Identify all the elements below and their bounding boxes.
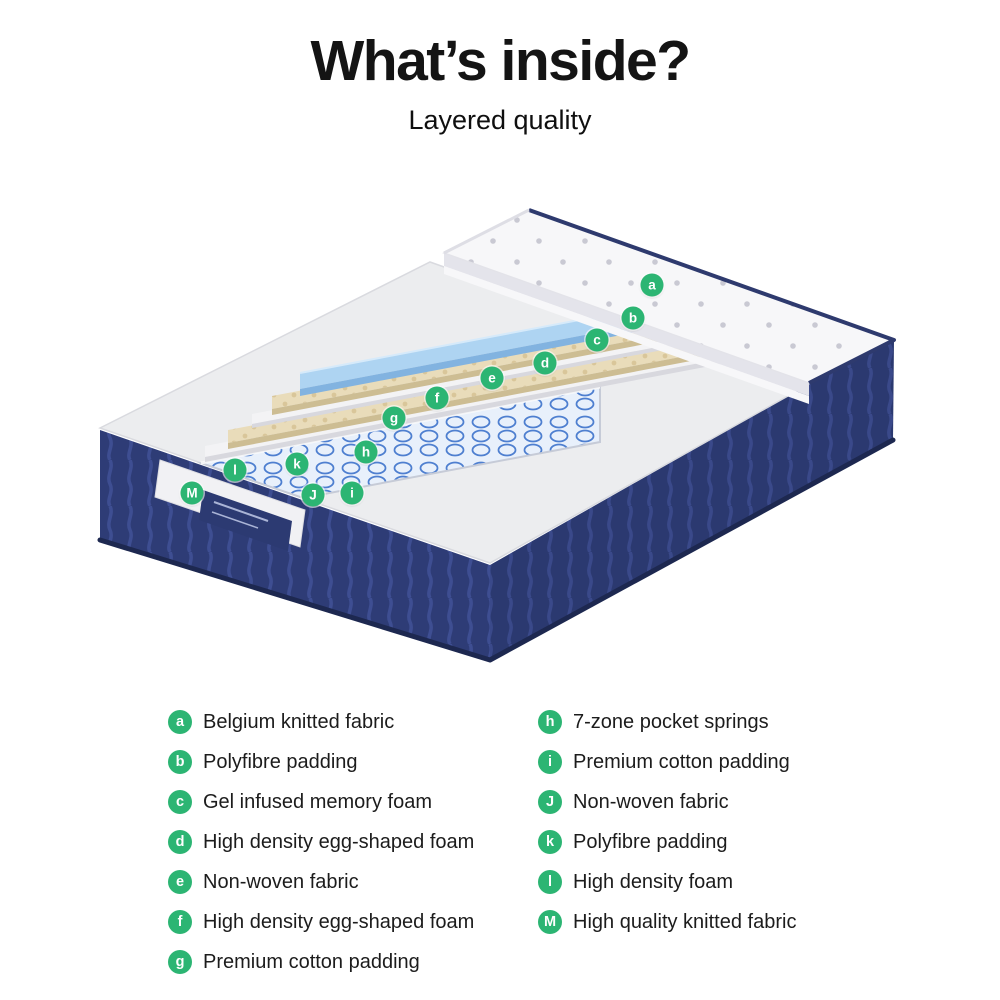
legend-label: High density foam [573,870,734,893]
brand-tag-line-2 [211,511,259,529]
memory-foam-layer-c-edge [300,323,645,396]
layer-marker-J: J [301,483,325,507]
legend-badge-b: b [168,750,192,774]
layer-marker-e: e [480,366,504,390]
non-woven-layer-e-edge [252,342,680,428]
legend-label: Premium cotton padding [573,750,790,773]
layer-marker-f: f [425,386,449,410]
legend-badge-g: g [168,950,192,974]
header: What’s inside? Layered quality [0,28,1000,136]
legend-badge-i: i [538,750,562,774]
layer-marker-g: g [382,406,406,430]
layer-marker-i: i [340,481,364,505]
mattress-bottom-edge [97,437,896,663]
legend-item-h: h 7-zone pocket springs [538,702,796,742]
legend-badge-J: J [538,790,562,814]
legend-item-a: a Belgium knitted fabric [168,702,474,742]
layer-marker-d: d [533,351,557,375]
legend-label: High quality knitted fabric [573,910,797,933]
layer-marker-c: c [585,328,609,352]
legend-item-d: d High density egg-shaped foam [168,822,474,862]
legend-badge-M: M [538,910,562,934]
quilt-piping [528,208,896,385]
legend-item-g: g Premium cotton padding [168,942,474,982]
legend-label: High density egg-shaped foam [203,830,475,853]
legend-item-J: J Non-woven fabric [538,782,796,822]
legend-item-b: b Polyfibre padding [168,742,474,782]
page-title: What’s inside? [310,29,691,93]
legend-item-e: e Non-woven fabric [168,862,474,902]
polyfibre-layer-b [444,266,809,404]
page-subtitle: Layered quality [408,105,592,135]
legend-label: Non-woven fabric [203,870,359,893]
legend-item-c: c Gel infused memory foam [168,782,474,822]
egg-foam-layer-f-edge [228,353,700,449]
legend-label: Belgium knitted fabric [203,710,395,733]
quilt-top-layer [442,208,896,385]
legend-badge-h: h [538,710,562,734]
layer-marker-h: h [354,440,378,464]
legend-badge-k: k [538,830,562,854]
legend-item-l: l High density foam [538,862,796,902]
legend-badge-e: e [168,870,192,894]
layer-marker-a: a [640,273,664,297]
mattress-side-right [490,340,894,660]
egg-foam-layer-f-top [228,340,700,443]
layer-marker-l: l [223,458,247,482]
legend-label: Non-woven fabric [573,790,729,813]
legend-badge-l: l [538,870,562,894]
legend-badge-c: c [168,790,192,814]
legend-label: Gel infused memory foam [203,790,432,813]
quilt-fold-edge [443,208,530,255]
legend-item-f: f High density egg-shaped foam [168,902,474,942]
legend-column-left: a Belgium knitted fabric b Polyfibre paddin… [168,702,474,982]
legend-badge-a: a [168,710,192,734]
legend-badge-d: d [168,830,192,854]
legend-label: Polyfibre padding [203,750,358,773]
egg-foam-layer-d-edge [272,335,660,415]
legend-label: Premium cotton padding [203,950,420,973]
cotton-layer-g-edge [205,358,725,462]
legend-label: Polyfibre padding [573,830,728,853]
legend-column-right: h 7-zone pocket springs i Premium cotton pa… [538,702,796,942]
layer-marker-M: M [180,481,204,505]
legend-badge-f: f [168,910,192,934]
egg-foam-layer-f [228,340,700,449]
memory-foam-layer-c-top [300,307,645,389]
legend-item-M: M High quality knitted fabric [538,902,796,942]
legend-label: 7-zone pocket springs [573,710,769,733]
layer-marker-k: k [285,452,309,476]
legend-item-k: k Polyfibre padding [538,822,796,862]
brand-tag-line-1 [213,501,269,522]
legend-item-i: i Premium cotton padding [538,742,796,782]
layer-marker-b: b [621,306,645,330]
mattress-side-right-shade [490,340,894,660]
legend-label: High density egg-shaped foam [203,910,475,933]
